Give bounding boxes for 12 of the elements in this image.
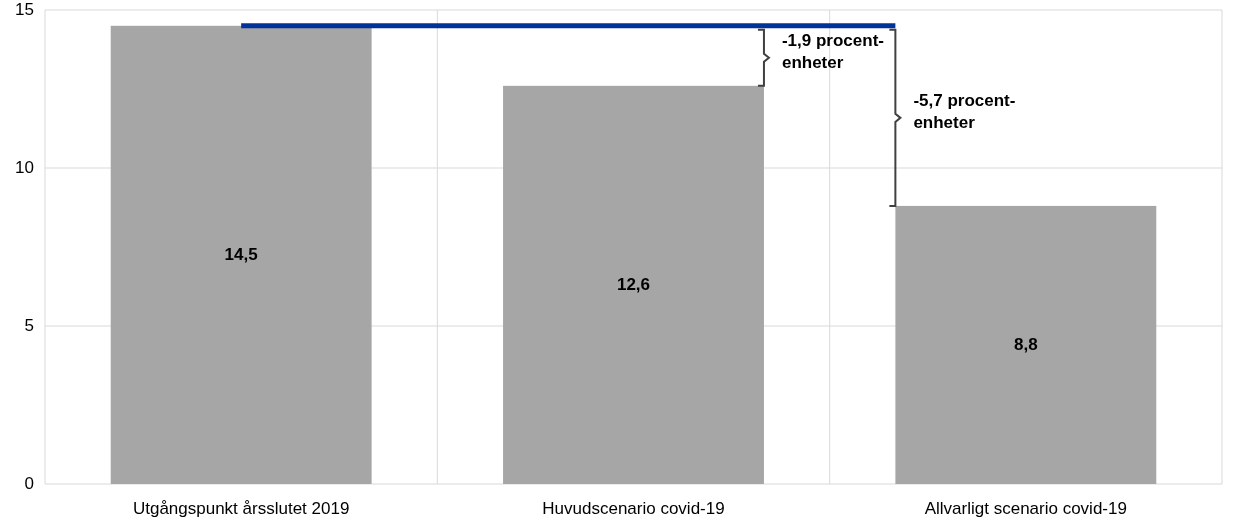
annotation-label: -1,9 procent-enheter xyxy=(781,29,885,74)
data-label: 8,8 xyxy=(1013,334,1039,355)
annotation-label: -5,7 procent-enheter xyxy=(913,89,1017,134)
category-label: Huvudscenario covid-19 xyxy=(541,499,726,519)
category-label: Allvarligt scenario covid-19 xyxy=(923,499,1128,519)
category-label: Utgångspunkt årsslutet 2019 xyxy=(131,499,351,519)
y-tick-label: 5 xyxy=(23,317,34,335)
y-tick-label: 0 xyxy=(23,475,34,493)
y-tick-label: 10 xyxy=(14,159,34,177)
data-label: 14,5 xyxy=(223,244,259,265)
y-tick-label: 15 xyxy=(14,1,34,19)
data-label: 12,6 xyxy=(615,274,652,295)
